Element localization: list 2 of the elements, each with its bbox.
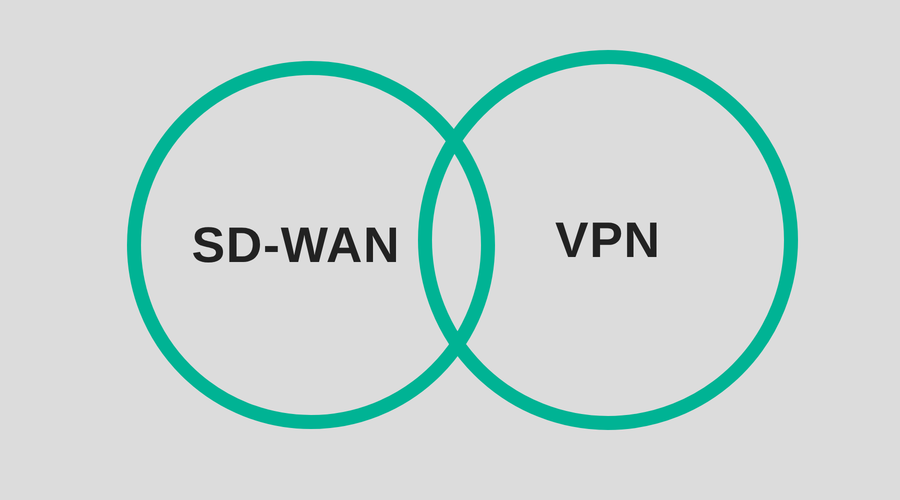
circle-label: SD-WAN [192,216,400,274]
circle-label: VPN [555,211,661,269]
